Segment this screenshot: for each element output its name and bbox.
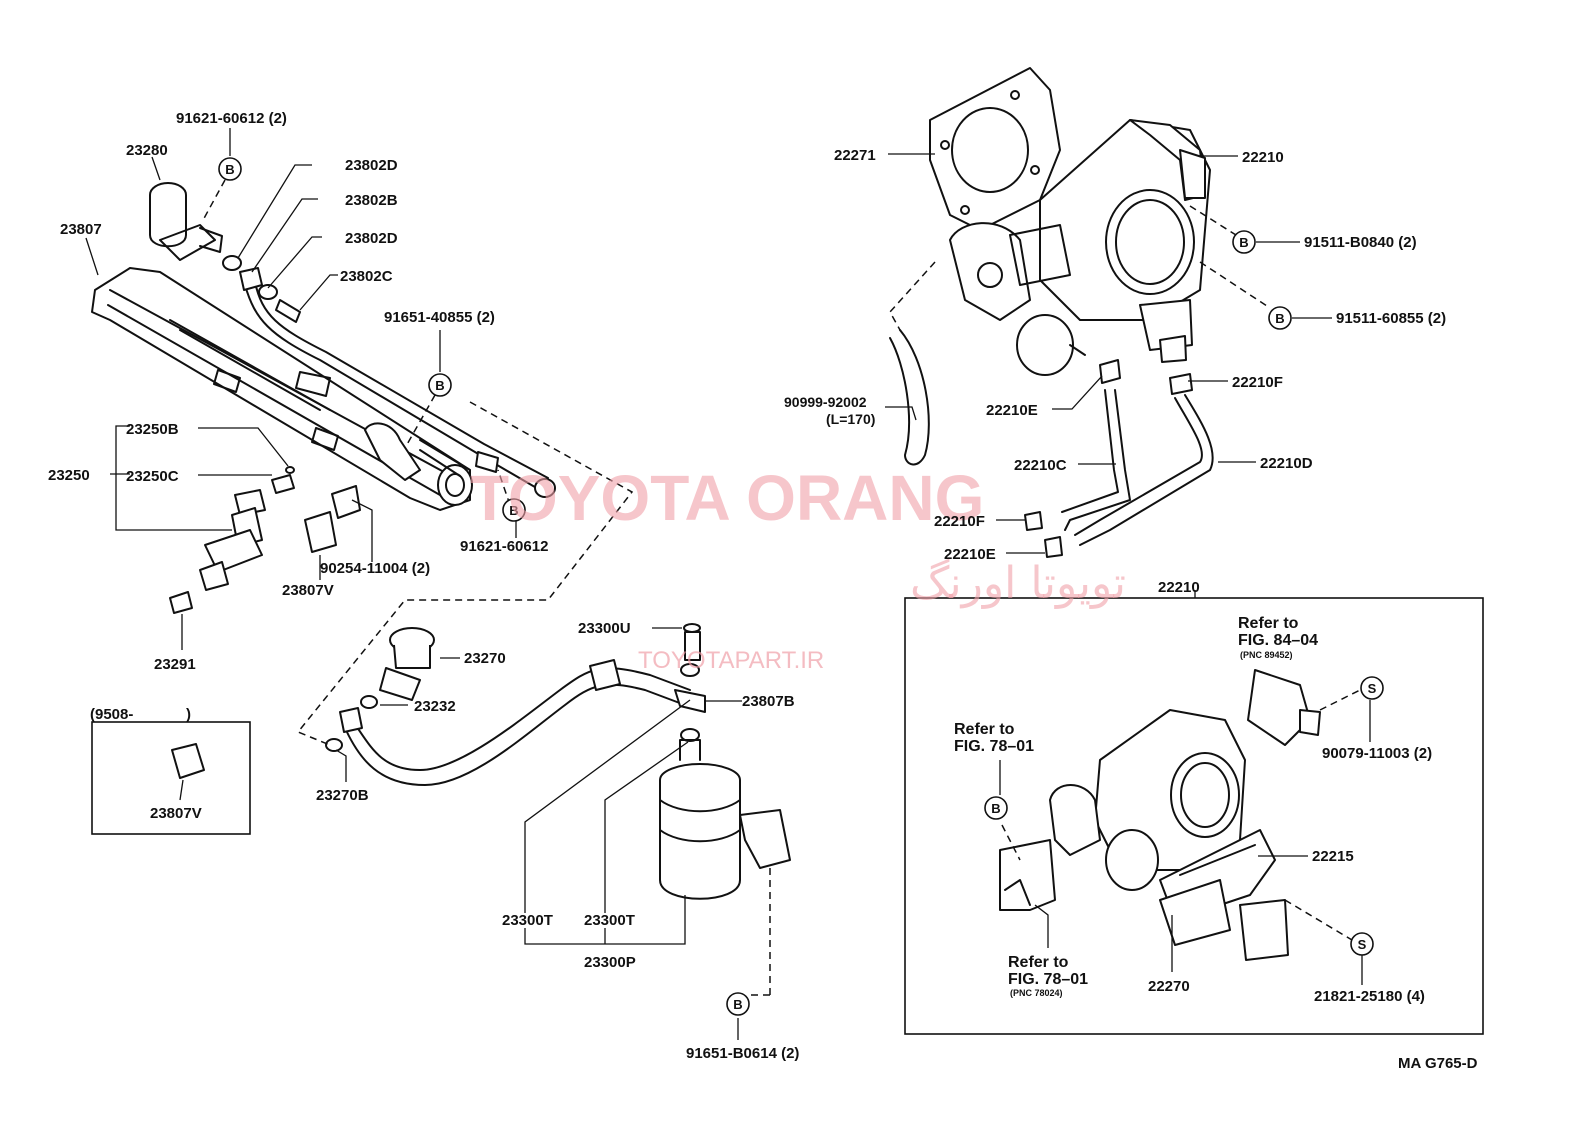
label-22210C: 22210C <box>1014 457 1067 474</box>
label-23250C: 23250C <box>126 468 179 485</box>
label-90254-11004: 90254-11004 (2) <box>320 560 430 577</box>
fuel-hose-drawing <box>325 659 691 786</box>
label-23232: 23232 <box>414 698 456 715</box>
bolt-symbol-3: B <box>502 498 526 522</box>
watermark-site: TOYOTAPART.IR <box>638 647 824 674</box>
label-22210E-a: 22210E <box>986 402 1038 419</box>
throttle-body-22210-drawing <box>949 119 1211 376</box>
label-22215: 22215 <box>1312 848 1354 865</box>
label-23250B: 23250B <box>126 421 179 438</box>
label-22210F-a: 22210F <box>1232 374 1283 391</box>
label-refer-78a-line1: Refer to <box>954 721 1015 738</box>
label-23802B: 23802B <box>345 192 398 209</box>
screw-symbol-1: S <box>1360 676 1384 700</box>
label-22210-top: 22210 <box>1242 149 1284 166</box>
dashed-lines <box>201 179 1361 996</box>
label-23807: 23807 <box>60 221 102 238</box>
svg-text:B: B <box>225 162 234 177</box>
label-refer-78a-line2: FIG. 78–01 <box>954 738 1034 755</box>
svg-text:B: B <box>991 801 1000 816</box>
svg-text:B: B <box>509 503 518 518</box>
pulsation-damper-23270-drawing <box>360 627 435 709</box>
label-23300T-b: 23300T <box>584 912 635 929</box>
bolt-symbol-2: B <box>428 373 452 397</box>
pressure-regulator-23280-drawing <box>149 182 223 261</box>
label-23270: 23270 <box>464 650 506 667</box>
fuel-return-pipe-drawing <box>244 281 556 498</box>
label-refer-78b-pnc: (PNC 78024) <box>1010 988 1063 998</box>
label-refer-84-line1: Refer to <box>1238 615 1299 632</box>
insulator-23807V-drawing <box>304 485 361 553</box>
label-90999-92002: 90999-92002 <box>784 394 867 410</box>
label-refer-84-line2: FIG. 84–04 <box>1238 632 1318 649</box>
label-91651-40855: 91651-40855 (2) <box>384 309 495 326</box>
label-23291: 23291 <box>154 656 196 673</box>
svg-text:B: B <box>435 378 444 393</box>
label-22271: 22271 <box>834 147 876 164</box>
label-23300T-a: 23300T <box>502 912 553 929</box>
watermark-title: TOYOTA ORANG <box>470 462 984 534</box>
bolt-symbol-7: B <box>984 796 1008 820</box>
injector-23250-drawing <box>169 466 295 614</box>
watermark-persian: تویوتا اورنگ <box>910 558 1126 609</box>
label-91511-60855: 91511-60855 (2) <box>1336 310 1446 327</box>
label-refer-84-pnc: (PNC 89452) <box>1240 650 1293 660</box>
label-23802D-b: 23802D <box>345 230 398 247</box>
svg-text:B: B <box>733 997 742 1012</box>
screw-symbol-2: S <box>1350 932 1374 956</box>
bolt-symbol-4: B <box>726 992 750 1016</box>
label-22210E-b: 22210E <box>944 546 996 563</box>
label-23807B: 23807B <box>742 693 795 710</box>
label-9508-close: ) <box>186 706 191 723</box>
bolt-symbol-1: B <box>218 157 242 181</box>
label-23807V-b: 23807V <box>150 805 202 822</box>
diagram-code: MA G765-D <box>1398 1055 1478 1072</box>
label-91621-60612-bottom: 91621-60612 <box>460 538 548 555</box>
label-22210-box: 22210 <box>1158 579 1200 596</box>
svg-text:B: B <box>1239 235 1248 250</box>
label-23280: 23280 <box>126 142 168 159</box>
label-90079-11003: 90079-11003 (2) <box>1322 745 1432 762</box>
bolt-symbol-6: B <box>1268 306 1292 330</box>
label-refer-78b-line2: FIG. 78–01 <box>1008 971 1088 988</box>
throttle-assembly-box-drawing <box>904 590 1484 1035</box>
label-22210D: 22210D <box>1260 455 1313 472</box>
label-23300P: 23300P <box>584 954 636 971</box>
label-21821-25180: 21821-25180 (4) <box>1314 988 1425 1005</box>
throttle-hoses-drawing <box>889 329 1214 558</box>
label-22210F-b: 22210F <box>934 513 985 530</box>
label-91651-B0614: 91651-B0614 (2) <box>686 1045 799 1062</box>
fuel-delivery-pipe-drawing <box>91 267 473 511</box>
svg-text:S: S <box>1358 937 1367 952</box>
throttle-assembly-detail-drawing <box>999 669 1321 961</box>
label-22270: 22270 <box>1148 978 1190 995</box>
fuel-filter-23300-drawing <box>659 623 791 900</box>
leader-lines <box>85 128 1371 1040</box>
label-90999-length: (L=170) <box>826 411 875 427</box>
inset-box-drawing <box>91 721 251 835</box>
label-23802C: 23802C <box>340 268 393 285</box>
label-23807V-a: 23807V <box>282 582 334 599</box>
label-refer-78b-line1: Refer to <box>1008 954 1069 971</box>
label-23270B: 23270B <box>316 787 369 804</box>
label-9508: (9508- <box>90 706 133 723</box>
label-23250: 23250 <box>48 467 90 484</box>
label-23300U: 23300U <box>578 620 631 637</box>
svg-text:B: B <box>1275 311 1284 326</box>
label-23802D-a: 23802D <box>345 157 398 174</box>
label-91621-60612-top: 91621-60612 (2) <box>176 110 287 127</box>
label-91511-B0840: 91511-B0840 (2) <box>1304 234 1417 251</box>
svg-text:S: S <box>1368 681 1377 696</box>
washers-23802-drawing <box>222 255 301 323</box>
bolt-symbol-5: B <box>1232 230 1256 254</box>
